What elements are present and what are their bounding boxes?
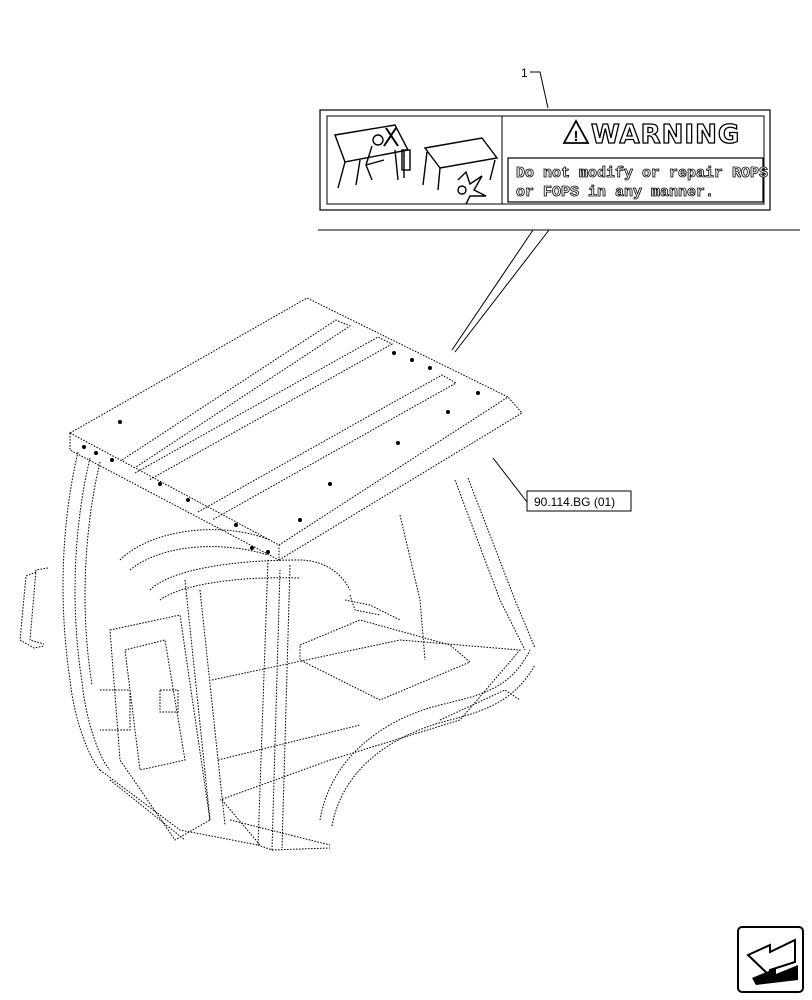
callout-number: 1	[521, 66, 528, 80]
warning-message-line-2: or FOPS in any manner.	[516, 184, 714, 201]
callout-leader	[530, 71, 549, 109]
previous-page-arrow-icon[interactable]	[737, 926, 804, 993]
reference-box[interactable]	[526, 490, 632, 512]
rops-canopy-structure	[19, 297, 536, 851]
decal-leader-left	[451, 229, 534, 351]
warning-message-line-1: Do not modify or repair ROPS	[516, 165, 768, 182]
decal-leader-right	[454, 229, 550, 353]
warning-title: WARNING	[591, 120, 740, 150]
modify-structure-pictogram	[334, 124, 411, 189]
warning-decal: ! WARNING Do not modify or repair ROPS o…	[319, 109, 771, 211]
svg-text:!: !	[574, 128, 579, 145]
fops-canopy-pictogram	[422, 137, 499, 205]
reference-leader	[492, 457, 528, 503]
reference-label[interactable]: 90.114.BG (01)	[534, 495, 615, 509]
warning-triangle-icon: !	[562, 119, 590, 145]
